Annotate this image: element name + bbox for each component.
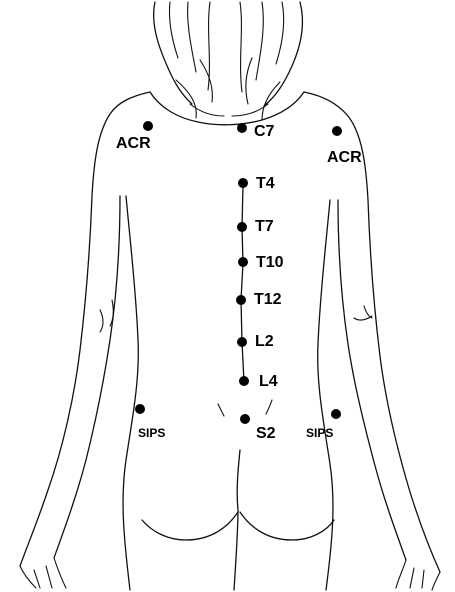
sips-right-marker: [331, 409, 341, 419]
t7-marker: [237, 222, 247, 232]
label-s2: S2: [256, 426, 276, 442]
torso-outline: [123, 185, 334, 590]
label-sips-left: SIPS: [138, 427, 165, 439]
c7-marker: [237, 123, 247, 133]
label-t4: T4: [256, 176, 275, 192]
l2-marker: [237, 337, 247, 347]
label-acr-left: ACR: [116, 136, 151, 152]
shoulders-arms-outline: [20, 92, 440, 590]
acr-left-marker: [143, 121, 153, 131]
label-l2: L2: [255, 334, 274, 350]
label-acr-right: ACR: [327, 150, 362, 166]
landmark-dots: [135, 121, 342, 424]
t10-marker: [238, 257, 248, 267]
hair-drawing: [150, 2, 304, 125]
t12-marker: [236, 295, 246, 305]
label-t12: T12: [254, 292, 282, 308]
l4-marker: [239, 376, 249, 386]
s2-marker: [240, 414, 250, 424]
sips-left-marker: [135, 404, 145, 414]
t4-marker: [238, 178, 248, 188]
label-t7: T7: [255, 219, 274, 235]
label-c7: C7: [254, 124, 274, 140]
acr-right-marker: [332, 126, 342, 136]
label-sips-right: SIPS: [306, 427, 333, 439]
label-t10: T10: [256, 255, 284, 271]
label-l4: L4: [259, 374, 278, 390]
